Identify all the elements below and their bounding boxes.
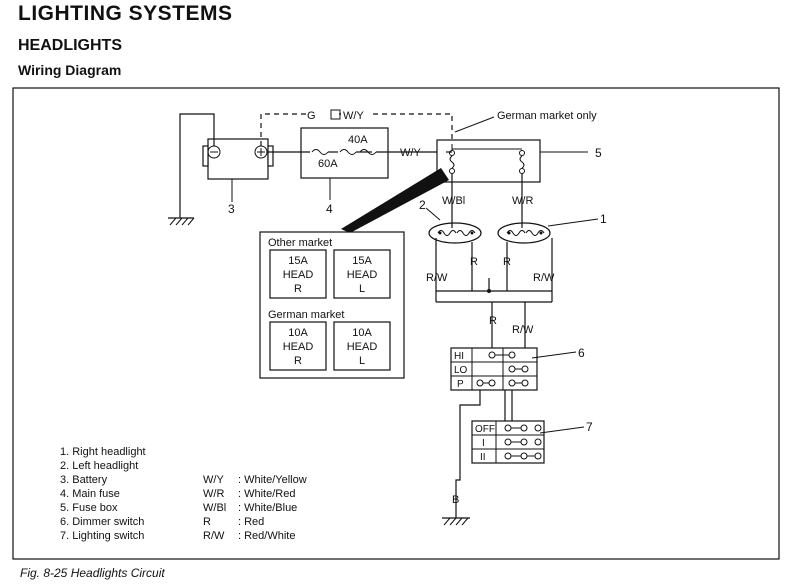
color-code: W/R — [203, 488, 224, 500]
fuse-other-r — [269, 249, 327, 299]
wire-label-r-left: R — [470, 256, 478, 268]
wire-label-rw-left: R/W — [426, 272, 448, 284]
color-desc: : White/Red — [238, 488, 295, 500]
wire-label-wr: W/R — [512, 195, 533, 207]
fuse-panel: Other market 15A HEAD R 15A HEAD L Germa… — [259, 231, 405, 379]
svg-text:HEAD: HEAD — [283, 269, 314, 281]
german-market-note: German market only — [497, 110, 597, 122]
color-desc: : Red — [238, 516, 264, 528]
wire-label-g: G — [307, 110, 316, 122]
legend-item: 2. Left headlight — [60, 460, 138, 472]
color-desc: : White/Yellow — [238, 474, 307, 486]
fuse-box — [436, 139, 541, 183]
legend-item: 6. Dimmer switch — [60, 516, 144, 528]
color-legend: W/Y : White/Yellow W/R : White/Red W/Bl … — [203, 474, 307, 542]
lighting-off-label: OFF — [475, 424, 495, 435]
wire-label-wbl: W/Bl — [442, 195, 465, 207]
wire-label-r-right: R — [503, 256, 511, 268]
color-code: R — [203, 516, 211, 528]
svg-text:L: L — [359, 355, 365, 367]
fuse-box-right-fuse — [519, 150, 525, 174]
dimmer-p-label: P — [457, 379, 464, 390]
fuse-german-r — [269, 321, 327, 371]
lighting-switch: OFF I II — [471, 420, 545, 464]
wire-label-r-mid: R — [489, 315, 497, 327]
svg-text:15A: 15A — [352, 255, 372, 267]
svg-text:HEAD: HEAD — [347, 269, 378, 281]
color-code: W/Y — [203, 474, 224, 486]
legend-item: 7. Lighting switch — [60, 530, 144, 542]
color-code: R/W — [203, 530, 225, 542]
ground-symbol-battery — [168, 217, 195, 226]
lighting-ii-label: II — [480, 452, 486, 463]
callout-4: 4 — [326, 202, 333, 216]
svg-text:10A: 10A — [288, 327, 308, 339]
legend-item: 5. Fuse box — [60, 502, 118, 514]
dimmer-hi-label: HI — [454, 351, 464, 362]
color-code: W/Bl — [203, 502, 226, 514]
fuse-60a-label: 60A — [318, 158, 338, 170]
legend-item: 1. Right headlight — [60, 446, 146, 458]
page-title: LIGHTING SYSTEMS — [18, 2, 233, 25]
legend-item: 3. Battery — [60, 474, 108, 486]
german-market-title: German market — [268, 309, 344, 321]
other-market-title: Other market — [268, 237, 332, 249]
color-desc: : Red/White — [238, 530, 295, 542]
figure-caption: Fig. 8-25 Headlights Circuit — [20, 566, 165, 580]
callout-5: 5 — [595, 146, 602, 160]
left-headlight — [428, 222, 482, 244]
dimmer-lo-label: LO — [454, 365, 468, 376]
svg-text:L: L — [359, 283, 365, 295]
callout-1: 1 — [600, 212, 607, 226]
battery — [202, 138, 274, 180]
fuse-40a-label: 40A — [348, 134, 368, 146]
callout-2: 2 — [419, 198, 426, 212]
lighting-i-label: I — [482, 438, 485, 449]
wire-label-wy-mid: W/Y — [400, 147, 421, 159]
dimmer-switch: HI LO P — [450, 347, 538, 391]
svg-text:15A: 15A — [288, 255, 308, 267]
fuse-german-l — [333, 321, 391, 371]
legend-item: 4. Main fuse — [60, 488, 120, 500]
fuse-box-pointer — [341, 168, 449, 233]
fuse-other-l — [333, 249, 391, 299]
svg-text:R: R — [294, 283, 302, 295]
callout-7: 7 — [586, 420, 593, 434]
wire-label-b: B — [452, 494, 459, 506]
right-headlight — [497, 222, 551, 244]
callout-3: 3 — [228, 202, 235, 216]
wire-label-rw-mid: R/W — [512, 324, 534, 336]
svg-text:HEAD: HEAD — [347, 341, 378, 353]
ground-symbol-switch — [442, 517, 470, 526]
svg-text:R: R — [294, 355, 302, 367]
wire-label-rw-right: R/W — [533, 272, 555, 284]
wire-label-wy-top: W/Y — [343, 110, 364, 122]
section-title: HEADLIGHTS — [18, 37, 122, 54]
svg-text:HEAD: HEAD — [283, 341, 314, 353]
subsection-title: Wiring Diagram — [18, 62, 122, 78]
main-fuse — [300, 127, 389, 179]
parts-legend: 1. Right headlight 2. Left headlight 3. … — [60, 446, 146, 542]
svg-text:10A: 10A — [352, 327, 372, 339]
color-desc: : White/Blue — [238, 502, 297, 514]
diagram-frame — [12, 87, 780, 560]
callout-6: 6 — [578, 346, 585, 360]
